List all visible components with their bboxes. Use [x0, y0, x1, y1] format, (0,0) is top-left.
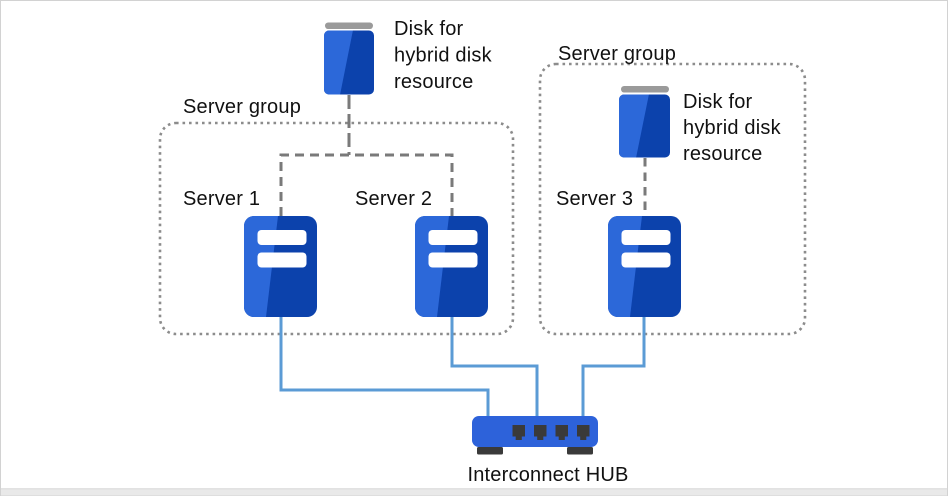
- server-slot-icon: [257, 252, 307, 268]
- hub-label: Interconnect HUB: [467, 464, 628, 486]
- server-icon-1: [244, 216, 317, 317]
- disk-1-label-line-2: hybrid disk: [394, 45, 493, 67]
- server-icon-3: [608, 216, 681, 317]
- hub-port-icon: [577, 425, 590, 440]
- hub-port-icon: [512, 425, 525, 440]
- disk-cap-1: [325, 22, 373, 29]
- disk-2-label-line-2: hybrid disk: [683, 117, 782, 139]
- server-icon-2: [415, 216, 488, 317]
- hub-port-icon: [534, 425, 547, 440]
- disk-1-label-line-1: Disk for: [394, 18, 464, 40]
- disk-1-label-line-3: resource: [394, 71, 473, 93]
- hub-foot-left: [477, 447, 503, 455]
- cable-server3-to-hub: [581, 317, 646, 418]
- server-slot-icon: [257, 230, 307, 245]
- server-group-box-2: [538, 62, 807, 336]
- server-1-label: Server 1: [183, 188, 260, 210]
- server-slot-icon: [621, 230, 671, 245]
- hub-foot-right: [567, 447, 593, 455]
- server-slot-icon: [428, 230, 478, 245]
- disk-icon-2: [619, 86, 670, 158]
- disk-highlight-2: [619, 94, 649, 158]
- disk-2-label-line-1: Disk for: [683, 91, 753, 113]
- disk-highlight-1: [324, 30, 353, 95]
- server-slot-icon: [428, 252, 478, 268]
- hub-icon: [472, 416, 598, 455]
- server-group-box-1: [158, 121, 515, 336]
- disk-cap-2: [621, 86, 669, 93]
- server-3-label: Server 3: [556, 188, 633, 210]
- hub-port-icon: [555, 425, 568, 440]
- cable-server2-to-hub: [450, 317, 539, 418]
- disk-2-label-line-3: resource: [683, 143, 762, 165]
- disk-icon-1: [324, 22, 374, 95]
- server-slot-icon: [621, 252, 671, 268]
- bottom-strip: [1, 489, 947, 496]
- server-group-label-1: Server group: [183, 96, 301, 118]
- connector-disk1-to-server1-server2: [279, 153, 454, 216]
- server-2-label: Server 2: [355, 188, 432, 210]
- server-group-label-2: Server group: [558, 43, 676, 65]
- cable-server1-to-hub: [279, 317, 490, 418]
